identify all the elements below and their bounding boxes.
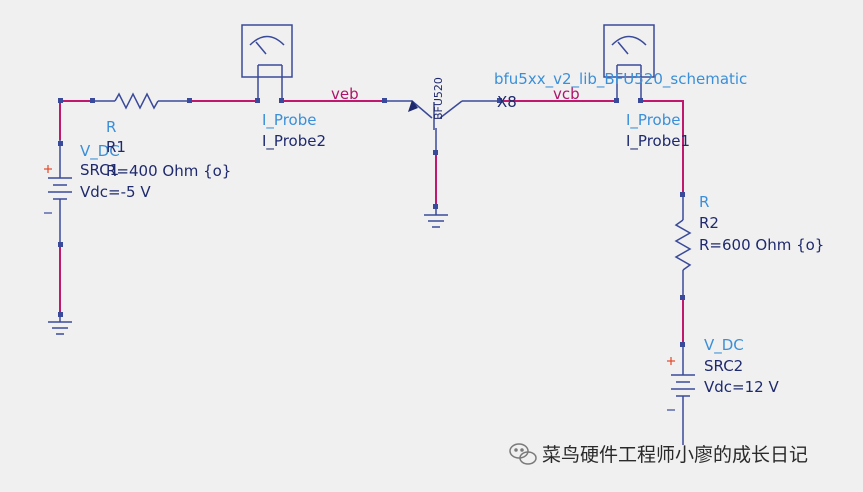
bjt-emitter-arrow-icon [408,100,418,112]
polarity-marks [44,165,675,411]
src2-symbol[interactable] [671,345,695,445]
watermark-text: 菜鸟硬件工程师小廖的成长日记 [542,444,808,466]
wires [59,100,684,345]
bjt-instance-label: X8 [497,93,517,111]
probe2-symbol[interactable] [241,24,293,101]
probe2-name: I_Probe2 [262,132,326,151]
bjt-lib-label: bfu5xx_v2_lib_BFU520_schematic [494,70,747,89]
r2-name: R2 [699,214,719,232]
src1-name: SRC1 [80,161,119,179]
ground-icon [48,315,72,335]
src1-type-label: V_DC [80,142,120,161]
probe1-symbol[interactable] [603,24,655,101]
net-label-veb: veb [331,85,359,103]
src1-value: Vdc=-5 V [80,183,151,201]
pin-markers [58,98,685,347]
r2-symbol[interactable] [674,195,692,298]
bjt-part-label: BFU520 [432,77,445,120]
wechat-icon [509,443,537,465]
src1-symbol[interactable] [48,140,72,245]
r1-value: R=400 Ohm {o} [106,162,231,180]
watermark: 菜鸟硬件工程师小廖的成长日记 [509,443,808,466]
probe1-type-label: I_Probe [626,111,680,130]
ground-icon [424,207,448,228]
src2-type-label: V_DC [704,336,744,355]
wire-probe1-r2 [641,100,684,195]
bjt-symbol[interactable] [385,100,500,152]
src2-name: SRC2 [704,357,743,375]
net-label-vcb: vcb [553,85,580,103]
r2-value: R=600 Ohm {o} [699,236,824,254]
r1-symbol[interactable] [92,92,190,110]
src2-value: Vdc=12 V [704,378,779,396]
r1-name: R1 [106,138,126,156]
r1-type-label: R [106,118,116,136]
probe2-type-label: I_Probe [262,111,316,130]
probe1-name: I_Probe1 [626,132,690,151]
r2-type-label: R [699,193,709,211]
